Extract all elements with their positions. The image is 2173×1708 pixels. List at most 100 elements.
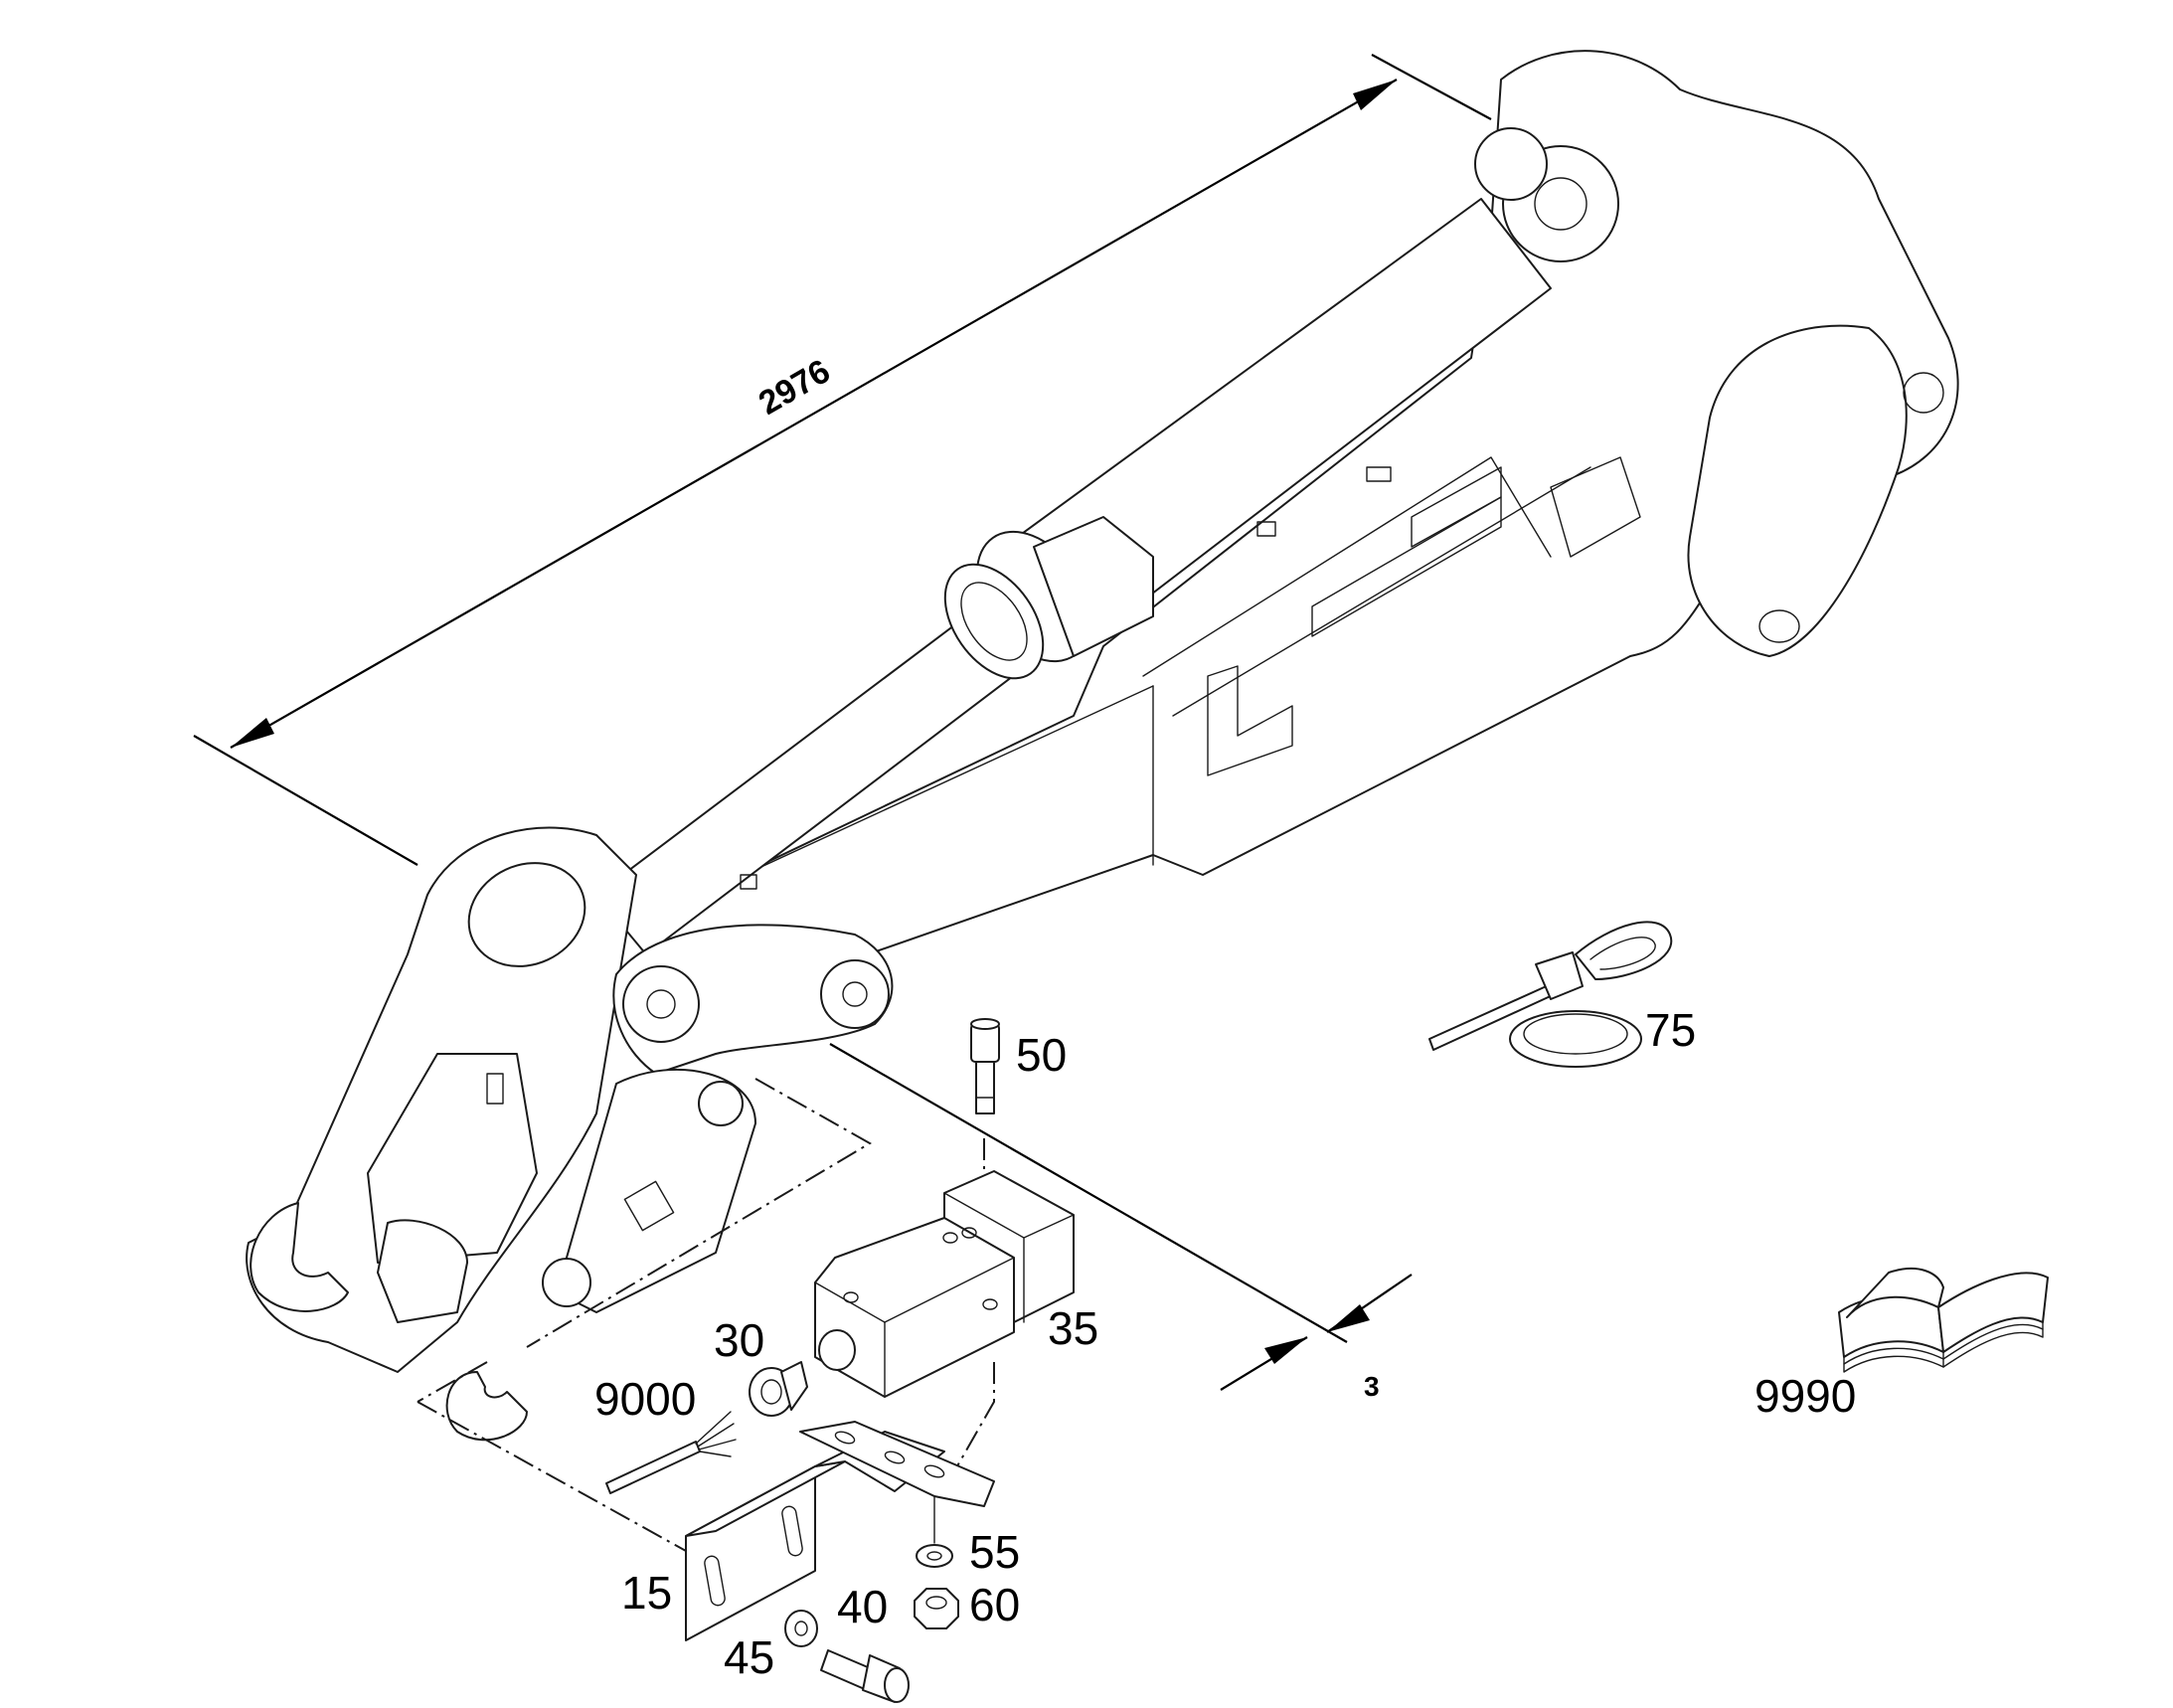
rear-mounting-ear [1687,324,1908,657]
plate-slot-3 [923,1464,945,1478]
section-label: 3 [1364,1371,1380,1402]
part-60-hex-nut [914,1588,959,1629]
inspection-slot [1311,496,1502,637]
callout-55: 55 [969,1526,1020,1578]
part-40-cap-screw [820,1649,910,1703]
cable-wires [695,1411,737,1457]
lower-cross-tube [377,1219,468,1323]
sensor-mount-hole-2 [942,1232,958,1244]
section-arrow-top [1327,1304,1370,1332]
boom-assembly [595,50,1959,1015]
washer-45-hole [794,1621,808,1636]
panel-edge-2 [1172,466,1591,717]
part-30-cable-gland [749,1361,808,1417]
clip-eye [1575,921,1673,980]
callout-labels: 50 35 30 9000 55 60 15 40 45 75 9990 [594,1004,1856,1683]
link-diamond-cutout [623,1180,675,1232]
linkage-pin-left [646,989,676,1019]
screw-40-head-face [884,1667,910,1703]
small-block [1256,521,1276,537]
linkage-pin-boss-right [820,959,890,1029]
callout-9000: 9000 [594,1373,696,1425]
gland-body [780,1361,808,1411]
part-45-washer [784,1610,818,1647]
screw-head-top [970,1018,1000,1030]
link-pin-boss-bottom [542,1258,591,1307]
nut-bore [925,1596,947,1610]
part-35-proximity-sensor [814,1170,1075,1398]
linkage-pin-boss-left [622,965,700,1043]
callout-45: 45 [724,1631,774,1683]
boom-main-body [635,50,1959,1015]
sensor-port [818,1329,856,1371]
washer-ring [916,1544,953,1568]
cable-jacket [605,1441,701,1494]
sensor-mount-hole [843,1291,859,1303]
panel-edge [1142,456,1552,677]
part-50-cap-screw [970,1018,1000,1114]
extension-line-front [193,735,418,866]
clip-loop [1509,1010,1642,1068]
rear-pivot-pin [1534,177,1588,231]
part-15-mounting-bracket [685,1421,995,1641]
dimension-value: 2976 [752,352,837,423]
dimension-arrow-left [231,718,274,748]
callout-30: 30 [714,1314,764,1366]
part-75-cable-clip [1428,921,1673,1068]
callout-50: 50 [1016,1029,1067,1081]
section-line [829,1043,1348,1343]
book-right-page [1937,1272,2049,1353]
part-9000-cable [605,1411,737,1494]
extension-line-rear [1371,54,1492,120]
callout-9990: 9990 [1755,1370,1856,1422]
book-page-stack-3 [1942,1321,2044,1360]
linkage-beam [612,924,894,1075]
small-block-3 [740,874,757,890]
leader-upper [526,1078,872,1348]
washer-hole [926,1551,942,1561]
plate-slot-2 [884,1451,906,1464]
front-cylinder-eye [467,862,586,967]
rear-ear-hole [1758,609,1800,643]
arm-slot [486,1073,504,1105]
clip-eye-inner [1589,937,1656,970]
callout-40: 40 [837,1581,888,1632]
callout-15: 15 [621,1567,672,1619]
screw-shank [975,1061,995,1114]
bracket-plate [1207,665,1293,776]
callout-75: 75 [1645,1004,1696,1056]
bracket-slot-left [704,1555,726,1607]
rear-pivot-boss-2 [1474,127,1548,201]
plate-slot-1 [834,1431,856,1445]
washer-45-ring [784,1610,818,1647]
book-page-stack-2 [1843,1355,1944,1373]
clip-bracket [1550,456,1641,558]
clip-head [1535,951,1584,1000]
leader-sensor [953,1362,995,1472]
cylinder-head-flange-front [943,563,1045,680]
bracket-slot-right [781,1505,803,1557]
rear-ear-pin-hole [1903,372,1944,414]
sensor-mount-hole-4 [982,1298,998,1310]
inspection-slot-2 [1411,466,1502,548]
link-pin-boss-top [698,1081,744,1126]
callout-35: 35 [1048,1302,1098,1354]
sensor-mount-hole-3 [961,1227,977,1239]
valve-block [1033,516,1154,657]
front-hook-left [250,1202,349,1312]
dimension-line [230,79,1398,749]
leader-corner [417,1361,488,1403]
section-arrow-bottom [1264,1337,1307,1364]
clip-loop-inner [1523,1013,1628,1055]
side-link-plate [556,1068,756,1313]
cylinder-gland [960,582,1028,661]
book-page-stack-4 [1942,1328,2044,1368]
front-linkage [246,826,894,1442]
leader-lower [417,1401,687,1552]
callout-60: 60 [969,1579,1020,1630]
dimension-arrow-right [1353,80,1397,110]
section-indicator: 3 [829,1043,1413,1402]
part-55-washer [916,1495,953,1568]
